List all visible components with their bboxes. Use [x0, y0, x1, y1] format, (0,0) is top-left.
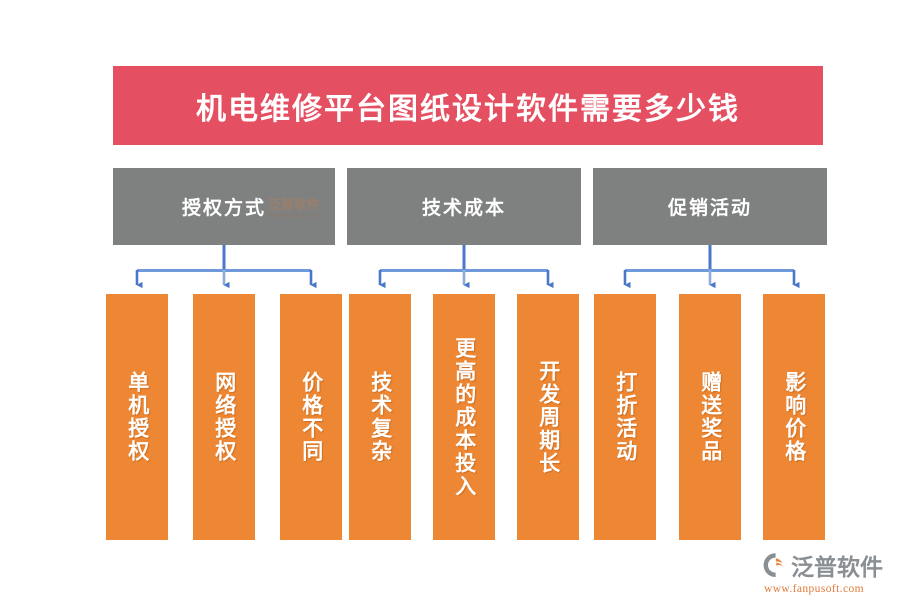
leaf-label-higher-cost-investment: 更高的成本投入 — [452, 336, 477, 498]
leaf-box-free-gifts[interactable]: 赠送奖品 — [679, 294, 741, 540]
leaf-box-discount-campaign[interactable]: 打折活动 — [594, 294, 656, 540]
leaf-label-free-gifts: 赠送奖品 — [698, 371, 723, 463]
brand-logo: 泛普软件 www.fanpusoft.com — [762, 548, 883, 595]
diagram-title-text: 机电维修平台图纸设计软件需要多少钱 — [196, 91, 740, 127]
fanpu-logo-icon — [763, 553, 783, 577]
leaf-label-single-machine-license: 单机授权 — [125, 371, 150, 463]
leaf-box-technical-complexity[interactable]: 技术复杂 — [349, 294, 411, 540]
leaf-label-discount-campaign: 打折活动 — [613, 371, 638, 463]
leaf-box-long-development-cycle[interactable]: 开发周期长 — [517, 294, 579, 540]
category-label-authorization: 授权方式 — [181, 197, 266, 219]
leaf-box-single-machine-license[interactable]: 单机授权 — [106, 294, 168, 540]
leaf-box-affects-price[interactable]: 影响价格 — [763, 294, 825, 540]
category-box-authorization[interactable]: 授权方式 — [113, 168, 335, 245]
leaf-box-network-license[interactable]: 网络授权 — [193, 294, 255, 540]
leaf-label-long-development-cycle: 开发周期长 — [536, 359, 561, 475]
brand-name-text: 泛普软件 — [791, 555, 883, 581]
category-label-technology-cost: 技术成本 — [421, 197, 506, 219]
leaf-label-affects-price: 影响价格 — [782, 371, 807, 463]
leaf-label-network-license: 网络授权 — [212, 371, 237, 463]
category-box-promotion[interactable]: 促销活动 — [593, 168, 827, 245]
leaf-box-higher-cost-investment[interactable]: 更高的成本投入 — [433, 294, 495, 540]
leaf-box-price-differs[interactable]: 价格不同 — [280, 294, 342, 540]
brand-url-text: www.fanpusoft.com — [764, 583, 864, 595]
leaf-label-technical-complexity: 技术复杂 — [368, 371, 393, 463]
diagram-title-banner: 机电维修平台图纸设计软件需要多少钱 — [113, 66, 823, 145]
category-label-promotion: 促销活动 — [667, 197, 752, 219]
brand-logo-row: 泛普软件 — [762, 548, 883, 582]
leaf-label-price-differs: 价格不同 — [299, 371, 324, 463]
category-box-technology-cost[interactable]: 技术成本 — [347, 168, 581, 245]
